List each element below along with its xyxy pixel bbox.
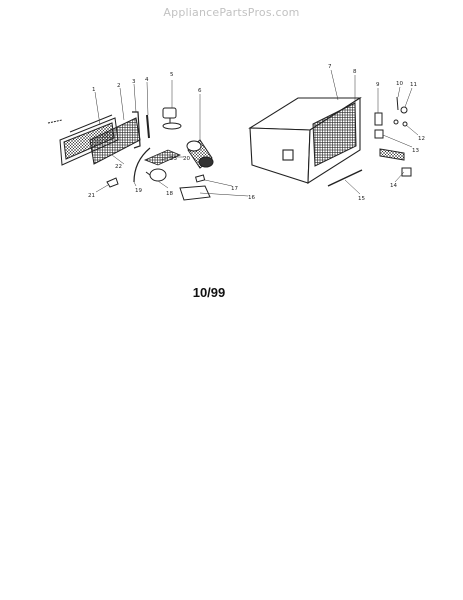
callout-17: 17 — [231, 186, 238, 192]
blower-wheel-part — [186, 139, 214, 169]
hardware-parts — [374, 96, 408, 139]
rod-part — [146, 114, 150, 139]
callout-7: 7 — [328, 64, 332, 70]
support-rail-part — [327, 169, 363, 187]
callout-14: 14 — [390, 183, 397, 189]
callout-20: 20 — [183, 156, 190, 162]
capacitor-part — [379, 148, 412, 177]
bracket-part — [132, 111, 141, 149]
callout-12: 12 — [418, 136, 425, 142]
callout-18: 18 — [166, 191, 173, 197]
callout-5: 5 — [170, 72, 174, 78]
callout-10: 10 — [396, 81, 403, 87]
callout-11: 11 — [410, 82, 417, 88]
callout-13: 13 — [412, 148, 419, 154]
wire-part — [133, 147, 151, 183]
coil-part — [312, 102, 357, 167]
callout-2: 2 — [117, 83, 121, 89]
motor-part — [145, 168, 167, 182]
insert-part — [143, 149, 182, 166]
clip-part — [106, 177, 119, 188]
control-knob-part — [162, 107, 182, 130]
leader-lines — [94, 69, 419, 197]
site-watermark: AppliancePartsPros.com — [163, 6, 300, 19]
callout-8: 8 — [353, 69, 357, 75]
callout-21: 21 — [88, 193, 95, 199]
callout-16: 16 — [248, 195, 255, 201]
drain-tray-part — [179, 174, 211, 201]
callout-23: 23 — [170, 156, 177, 162]
callout-4: 4 — [145, 77, 149, 83]
callout-19: 19 — [135, 188, 142, 194]
callout-6: 6 — [198, 88, 202, 94]
callout-22: 22 — [115, 164, 122, 170]
callout-15: 15 — [358, 196, 365, 202]
revision-date: 10/99 — [192, 285, 226, 300]
callout-9: 9 — [376, 82, 380, 88]
callout-3: 3 — [132, 79, 136, 85]
callout-1: 1 — [92, 87, 96, 93]
callout-labels: 1 2 3 4 5 6 7 8 9 10 11 12 13 14 15 16 1… — [88, 64, 425, 202]
